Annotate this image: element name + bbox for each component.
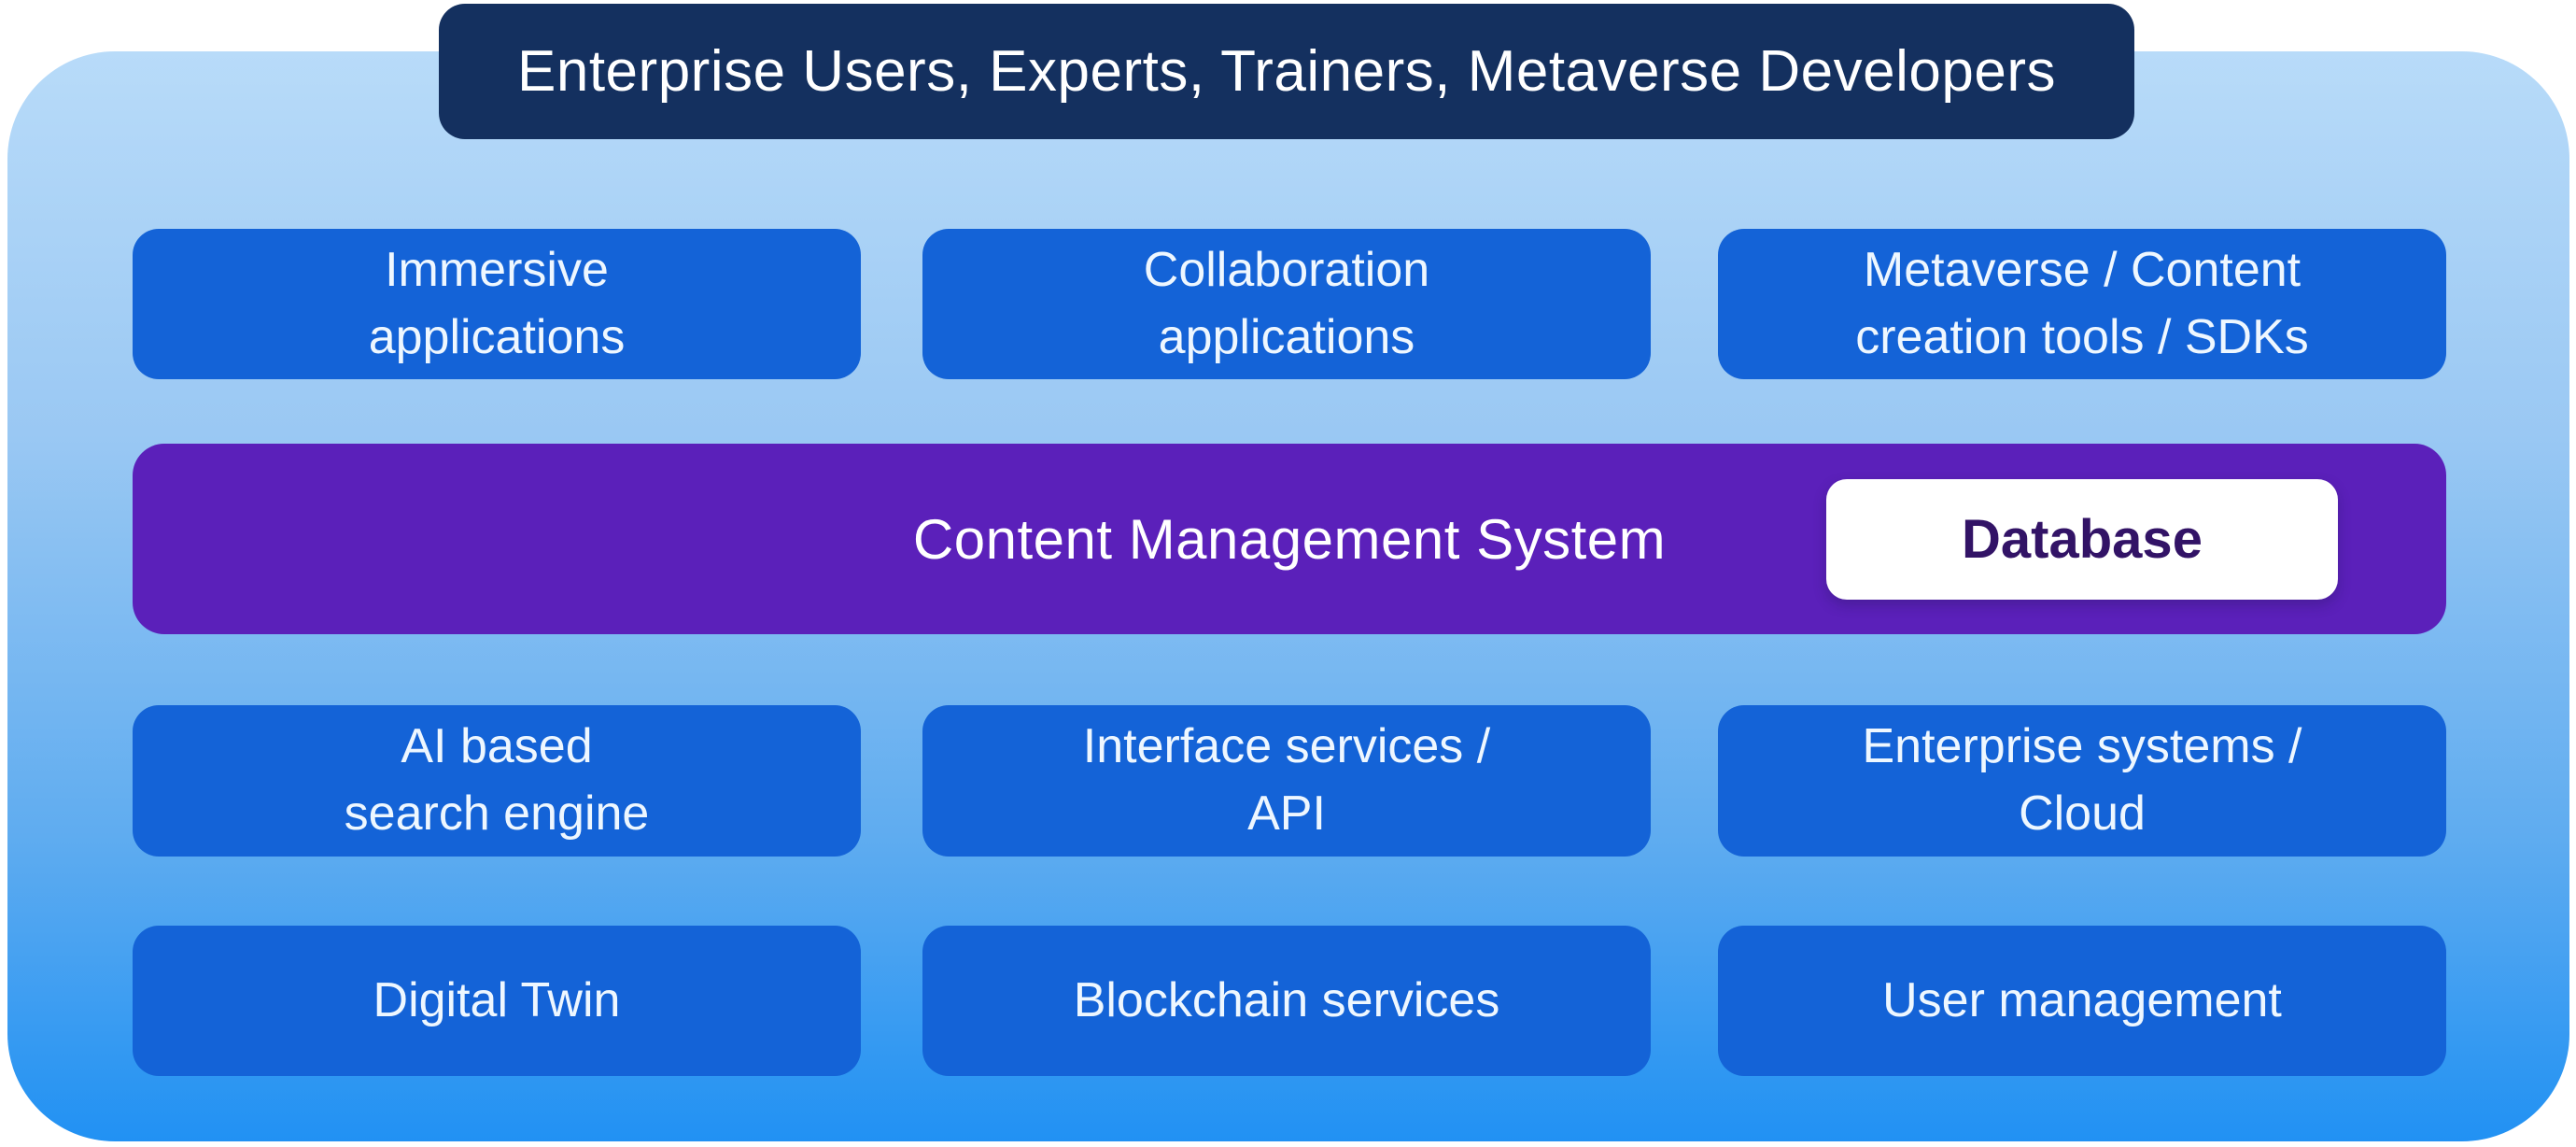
content-management-system-bar: Content Management System Database: [133, 444, 2446, 634]
ai-search-engine-box: AI based search engine: [133, 705, 861, 857]
blockchain-services-label: Blockchain services: [1073, 972, 1500, 1027]
enterprise-systems-cloud-label: Enterprise systems / Cloud: [1862, 719, 2302, 841]
user-management-box: User management: [1718, 926, 2446, 1076]
users-header-label: Enterprise Users, Experts, Trainers, Met…: [517, 39, 2056, 104]
digital-twin-label: Digital Twin: [373, 972, 621, 1027]
digital-twin-box: Digital Twin: [133, 926, 861, 1076]
collaboration-applications-label: Collaboration applications: [1143, 242, 1430, 364]
content-management-system-label: Content Management System: [912, 507, 1667, 571]
user-management-label: User management: [1882, 972, 2282, 1027]
interface-services-api-label: Interface services / API: [1082, 719, 1491, 841]
users-header: Enterprise Users, Experts, Trainers, Met…: [439, 4, 2134, 139]
blockchain-services-box: Blockchain services: [922, 926, 1651, 1076]
database-box: Database: [1826, 479, 2338, 600]
enterprise-systems-cloud-box: Enterprise systems / Cloud: [1718, 705, 2446, 857]
database-label: Database: [1962, 509, 2203, 570]
collaboration-applications-box: Collaboration applications: [922, 229, 1651, 379]
metaverse-content-tools-box: Metaverse / Content creation tools / SDK…: [1718, 229, 2446, 379]
immersive-applications-label: Immersive applications: [368, 242, 626, 364]
immersive-applications-box: Immersive applications: [133, 229, 861, 379]
metaverse-content-tools-label: Metaverse / Content creation tools / SDK…: [1855, 242, 2309, 364]
interface-services-api-box: Interface services / API: [922, 705, 1651, 857]
ai-search-engine-label: AI based search engine: [344, 719, 650, 841]
